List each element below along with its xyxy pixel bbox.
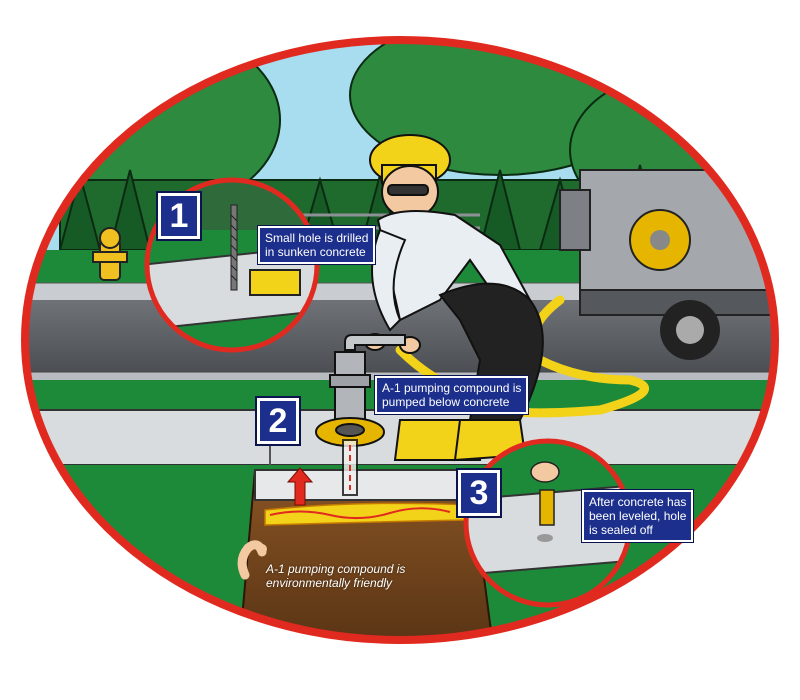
lift-arrow-icon <box>286 467 314 506</box>
oval-frame <box>21 36 779 644</box>
fire-hydrant <box>92 227 128 281</box>
soil-note: A-1 pumping compound is environmentally … <box>266 562 406 590</box>
truck-wheel <box>676 316 704 344</box>
injection-nozzle <box>315 334 406 496</box>
step-2-badge: 2 <box>255 396 301 446</box>
step-2-caption: A-1 pumping compound is pumped below con… <box>373 375 530 415</box>
step-3-badge: 3 <box>456 468 502 518</box>
step-3-caption: After concrete has been leveled, hole is… <box>580 489 695 543</box>
flow-arrows <box>269 507 451 519</box>
step-1-caption: Small hole is drilled in sunken concrete <box>256 225 377 265</box>
sunken-slab <box>254 469 471 501</box>
step-1-badge: 1 <box>156 191 202 241</box>
